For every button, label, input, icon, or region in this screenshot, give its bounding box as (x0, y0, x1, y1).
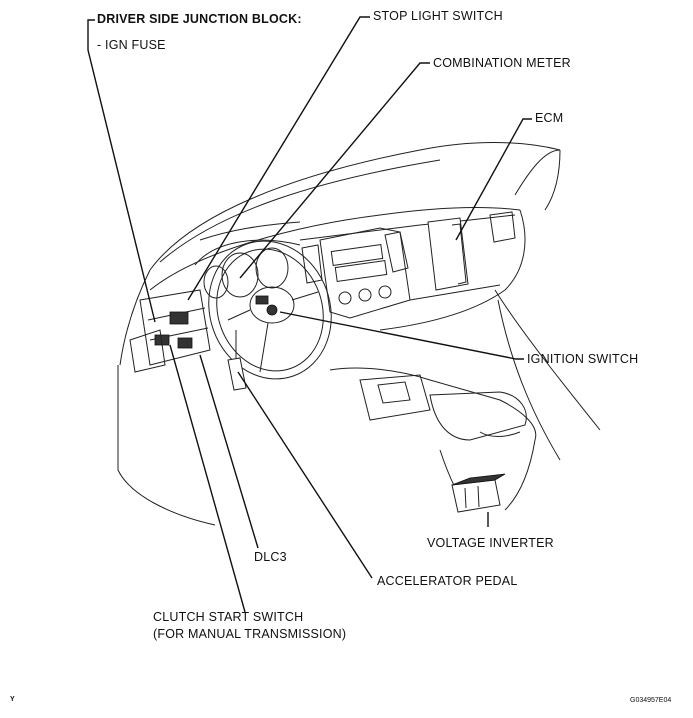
glovebox-line (409, 284, 501, 301)
voltage-inverter-unit (451, 473, 506, 513)
footer-left-code: Y (10, 696, 15, 703)
junction-block-area (129, 289, 211, 373)
label-stop-light-switch: STOP LIGHT SWITCH (373, 9, 503, 23)
label-junction-block: DRIVER SIDE JUNCTION BLOCK: (97, 12, 302, 26)
right-vent (489, 211, 516, 243)
label-dlc3: DLC3 (254, 550, 287, 564)
ignition-switch-part (255, 295, 278, 316)
label-ecm: ECM (535, 111, 564, 125)
label-clutch-start-switch: CLUTCH START SWITCH (153, 610, 304, 624)
label-accelerator-pedal: ACCELERATOR PEDAL (377, 574, 518, 588)
label-combination-meter: COMBINATION METER (433, 56, 571, 70)
label-clutch-note: (FOR MANUAL TRANSMISSION) (153, 627, 347, 641)
label-ignition-switch: IGNITION SWITCH (527, 352, 639, 366)
leader-lines (87, 16, 532, 613)
footer-right-code: G034957E04 (630, 697, 672, 704)
accelerator-pedal-part (227, 330, 247, 391)
center-console (329, 367, 537, 511)
label-voltage-inverter: VOLTAGE INVERTER (427, 536, 554, 550)
label-ign-fuse: - IGN FUSE (97, 38, 166, 52)
combination-meter (194, 239, 301, 299)
